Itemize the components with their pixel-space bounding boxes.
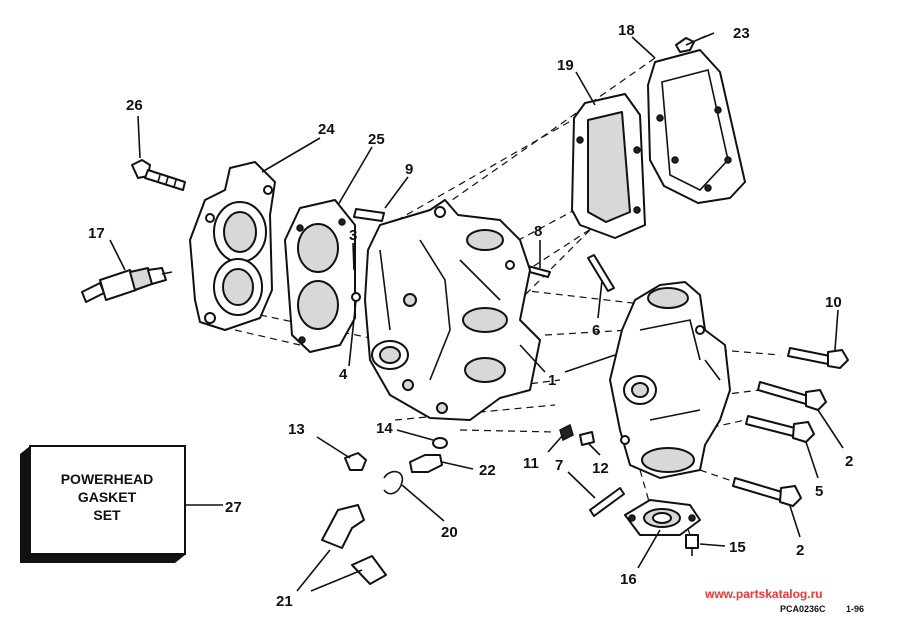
callout-7: 7: [555, 457, 563, 474]
spark-plug-part-17: [81, 267, 173, 303]
callout-14: 14: [376, 420, 393, 437]
callout-2-lower: 2: [796, 542, 804, 559]
watermark-text: www.partskatalog.ru: [704, 587, 823, 601]
bolt-part-2-upper: [757, 381, 827, 411]
pin-part-7: [589, 487, 625, 517]
callout-19: 19: [557, 57, 574, 74]
callout-22: 22: [479, 462, 496, 479]
callout-24: 24: [318, 121, 335, 138]
small-part-4: [351, 292, 361, 302]
clip-part-20: [383, 470, 404, 495]
callout-16: 16: [620, 571, 637, 588]
callout-4: 4: [339, 366, 348, 383]
callout-10: 10: [825, 294, 842, 311]
cylinder-block-part-1: [364, 199, 541, 421]
callout-labels: 18 23 19 26 24 25 9 17 8 3 10 6 4 1 13 1…: [88, 22, 853, 610]
callout-18: 18: [618, 22, 635, 39]
gasket-set-box: POWERHEAD GASKET SET: [20, 445, 186, 563]
callout-27: 27: [225, 499, 242, 516]
fitting-part-22: [409, 454, 443, 473]
callout-2-upper: 2: [845, 453, 853, 470]
gasket-box-line-1: POWERHEAD: [61, 471, 154, 487]
drawing-date: 1-96: [846, 604, 864, 614]
callout-21: 21: [276, 593, 293, 610]
callout-13: 13: [288, 421, 305, 438]
bolt-part-5: [745, 415, 815, 443]
bolt-part-26: [131, 159, 186, 191]
callout-9: 9: [405, 161, 413, 178]
callout-23: 23: [733, 25, 750, 42]
washer-part-14: [432, 437, 448, 449]
callout-5: 5: [815, 483, 823, 500]
screw-part-15: [685, 534, 699, 556]
small-part-12: [579, 431, 595, 446]
gasket-box-line-3: SET: [93, 507, 121, 523]
bolt-part-10: [787, 347, 849, 369]
callout-1: 1: [548, 372, 556, 389]
callout-20: 20: [441, 524, 458, 541]
crankcase-cover-part: [609, 281, 731, 479]
dowel-pin-part-9: [353, 208, 385, 222]
small-part-11: [559, 423, 574, 442]
callout-26: 26: [126, 97, 143, 114]
callout-15: 15: [729, 539, 746, 556]
cover-plate-part-18: [647, 49, 746, 204]
callout-8: 8: [534, 223, 542, 240]
callout-17: 17: [88, 225, 105, 242]
hose-part-21: [321, 504, 387, 585]
seal-plate-part-16: [624, 499, 701, 536]
leader-lines: [109, 32, 844, 592]
gasket-box-line-2: GASKET: [78, 489, 137, 505]
cover-gasket-part-19: [571, 93, 646, 239]
callout-11: 11: [523, 455, 539, 472]
callout-25: 25: [368, 131, 385, 148]
callout-12: 12: [592, 460, 609, 477]
screw-part-23: [675, 35, 707, 53]
plug-part-13: [344, 452, 367, 471]
callout-3: 3: [349, 227, 357, 244]
drawing-code: PCA0236C: [780, 604, 826, 614]
callout-6: 6: [592, 322, 600, 339]
cylinder-head-part-24: [189, 161, 276, 331]
head-gasket-part-25: [284, 199, 356, 353]
bolt-part-2-lower: [732, 477, 802, 507]
